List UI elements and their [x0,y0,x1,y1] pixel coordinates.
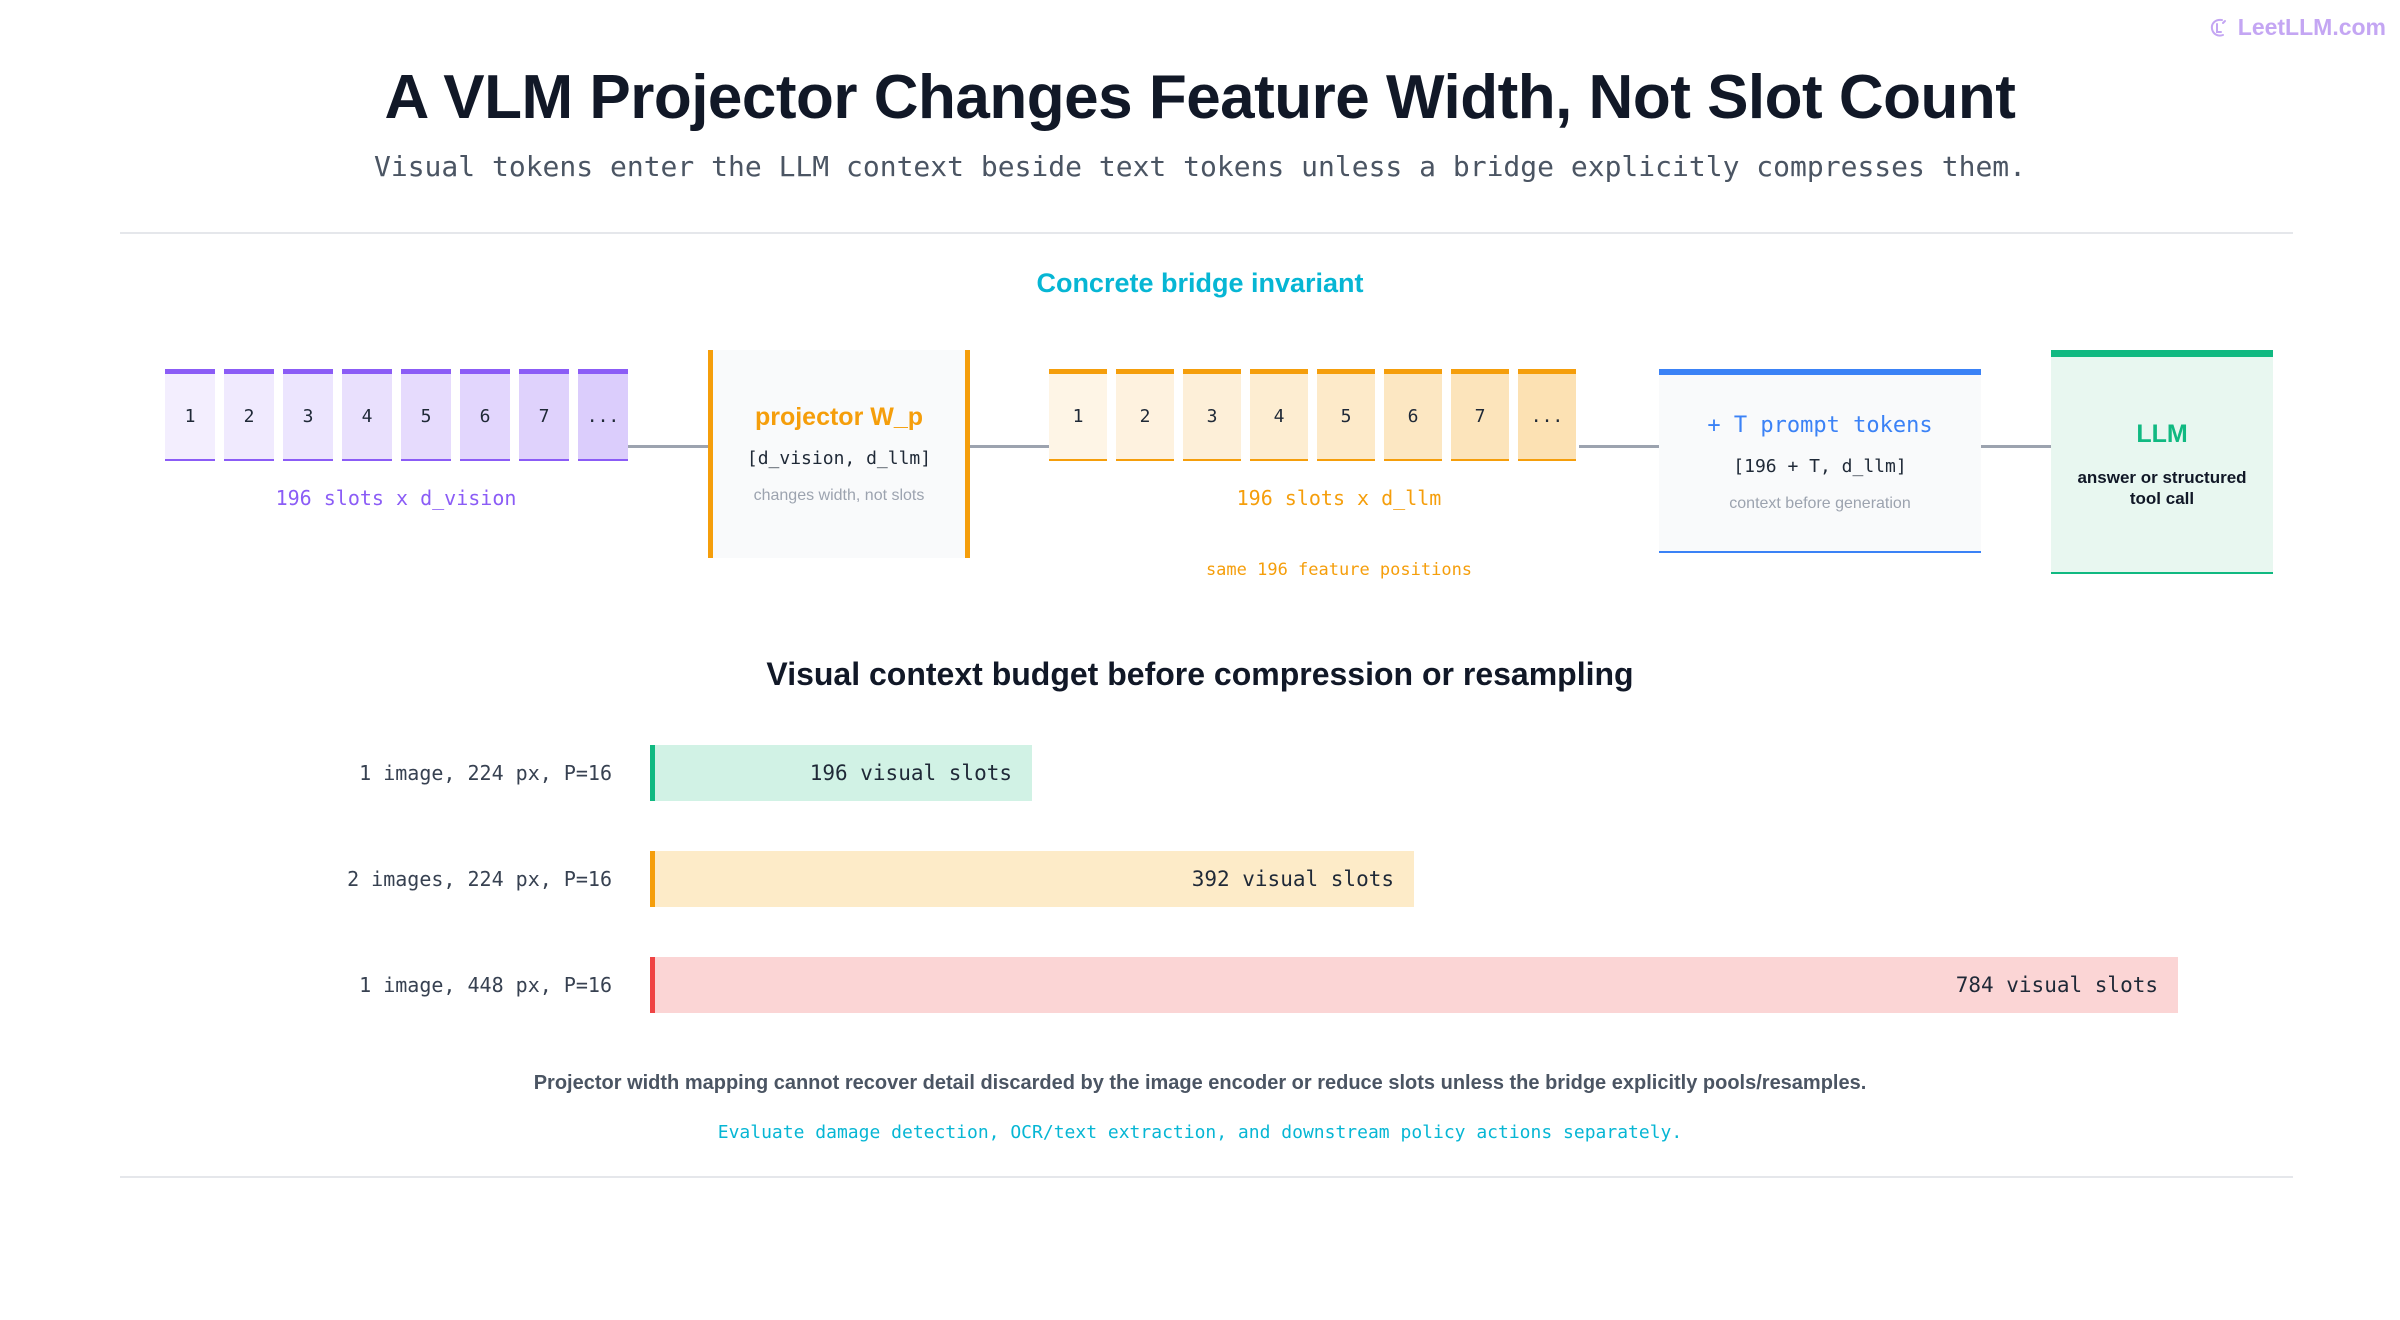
vision-slot: 3 [283,369,333,461]
vision-slot: 7 [519,369,569,461]
evaluation-note: Evaluate damage detection, OCR/text extr… [717,1122,1683,1143]
connector-projector-llm-slots [970,445,1049,448]
llm-slot: 2 [1116,369,1174,461]
budget-heading: Visual context budget before compression… [766,656,1634,692]
llm-slot: 7 [1451,369,1509,461]
prompt-shape: [196 + T, d_llm] [1733,456,1907,477]
llm-title: LLM [2136,420,2188,448]
vision-slot: 5 [401,369,451,461]
llm-slot: ... [1518,369,1576,461]
budget-row-label: 2 images, 224 px, P=16 [347,867,612,891]
budget-bar-label: 392 visual slots [1191,867,1394,891]
llm-box: LLM answer or structured tool call [2051,350,2273,574]
llm-slot: 3 [1183,369,1241,461]
budget-bar: 196 visual slots [650,745,1032,801]
llm-slot: 5 [1317,369,1375,461]
budget-row-label: 1 image, 448 px, P=16 [359,973,612,997]
projector-shape: [d_vision, d_llm] [746,448,932,469]
llm-slot: 1 [1049,369,1107,461]
llm-slot-caption: 196 slots x d_llm [1236,486,1442,510]
prompt-box: + T prompt tokens [196 + T, d_llm] conte… [1659,369,1981,553]
budget-bar: 392 visual slots [650,851,1414,907]
leetllm-logo-icon [2210,18,2226,37]
brand-logo[interactable]: LeetLLM.com [2206,14,2386,41]
connector-llm-slots-prompt [1579,445,1659,448]
footer-note: Projector width mapping cannot recover d… [533,1072,1867,1094]
prompt-title: + T prompt tokens [1707,413,1933,438]
vision-slot: 6 [460,369,510,461]
vision-slot: 2 [224,369,274,461]
vision-slot: 4 [342,369,392,461]
vision-slot: ... [578,369,628,461]
connector-prompt-llm [1981,445,2051,448]
budget-bar: 784 visual slots [650,957,2178,1013]
top-divider [120,232,2293,234]
brand-name: LeetLLM.com [2237,14,2386,40]
projector-note: changes width, not slots [753,487,925,504]
llm-slot: 4 [1250,369,1308,461]
page-subtitle: Visual tokens enter the LLM context besi… [373,150,2027,183]
llm-slot-subcaption: same 196 feature positions [1205,560,1473,580]
budget-bar-label: 784 visual slots [1955,973,2158,997]
vision-slot-caption: 196 slots x d_vision [275,486,517,510]
llm-note: answer or structured tool call [2077,468,2247,508]
projector-title: projector W_p [754,403,924,431]
projector-box: projector W_p [d_vision, d_llm] changes … [708,350,970,558]
page-title: A VLM Projector Changes Feature Width, N… [384,63,2016,132]
llm-slot: 6 [1384,369,1442,461]
bottom-divider [120,1176,2293,1178]
flow-heading: Concrete bridge invariant [1036,268,1364,298]
prompt-note: context before generation [1729,495,1911,512]
vision-slot: 1 [165,369,215,461]
connector-vision-projector [628,445,708,448]
budget-row-label: 1 image, 224 px, P=16 [359,761,612,785]
budget-bar-label: 196 visual slots [809,761,1012,785]
